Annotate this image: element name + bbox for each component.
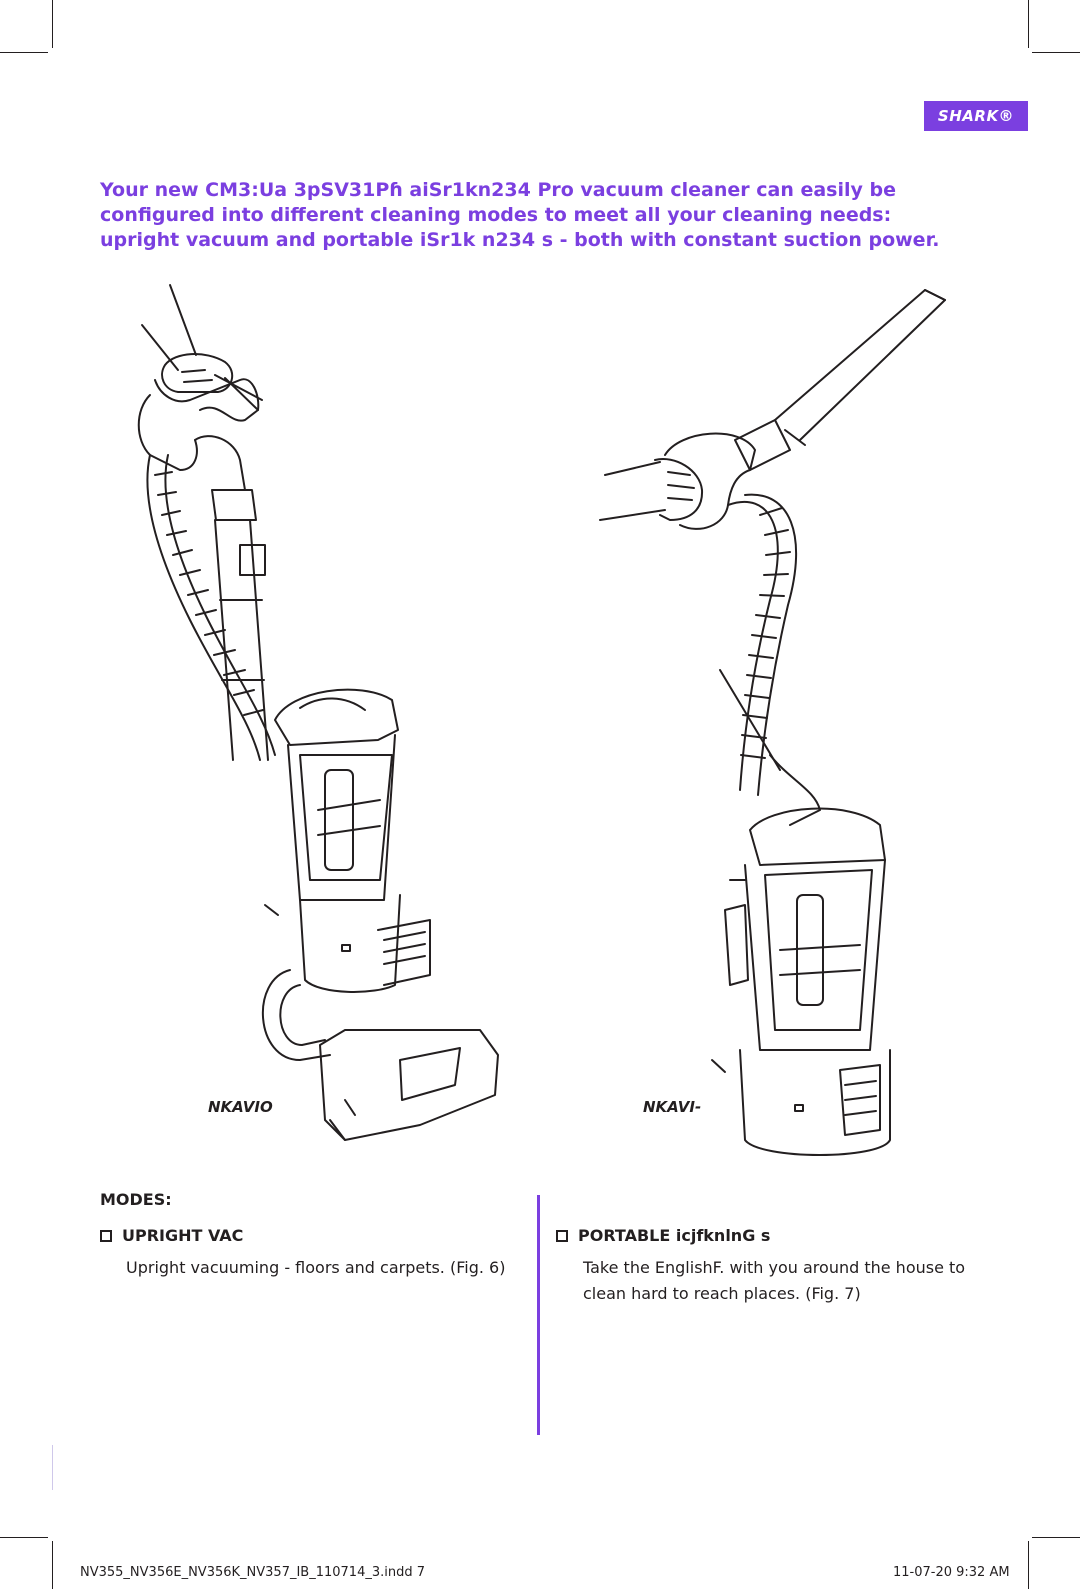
crop-mark (1032, 1537, 1080, 1538)
upright-vacuum-illustration (137, 284, 499, 1141)
intro-paragraph: Your new CM3:Ua 3pSV31Pɦ aiSr1kn234 Pro … (100, 179, 940, 251)
column-divider (537, 1195, 540, 1435)
footer-timestamp: 11-07-20 9:32 AM (893, 1565, 1010, 1580)
crop-mark (52, 1541, 53, 1589)
crop-mark (1028, 0, 1029, 48)
upright-description: Upright vacuuming - floors and carpets. … (126, 1258, 506, 1277)
crop-mark (52, 0, 53, 48)
crop-mark (0, 1537, 48, 1538)
upright-mode-heading: UPRIGHT VAC (100, 1226, 243, 1245)
brand-tab: SHARK® (924, 101, 1028, 131)
fig6-label: NKAVIO (208, 1098, 273, 1116)
margin-rule (52, 1445, 53, 1490)
portable-vacuum-illustration (599, 289, 946, 1156)
crop-mark (0, 52, 48, 53)
portable-heading-text: PORTABLE icjfknlnG s (578, 1226, 771, 1245)
checkbox-bullet-icon (100, 1230, 112, 1242)
checkbox-bullet-icon (556, 1230, 568, 1242)
upright-heading-text: UPRIGHT VAC (122, 1226, 244, 1245)
portable-description: Take the EnglishF. with you around the h… (583, 1258, 966, 1303)
modes-title: MODES: (100, 1190, 172, 1209)
fig7-label: NKAVI- (643, 1098, 702, 1116)
footer-file: NV355_NV356E_NV356K_NV357_IB_110714_3.in… (80, 1565, 426, 1580)
portable-mode-heading: PORTABLE icjfknlnG s (556, 1226, 770, 1245)
crop-mark (1028, 1541, 1029, 1589)
crop-mark (1032, 52, 1080, 53)
